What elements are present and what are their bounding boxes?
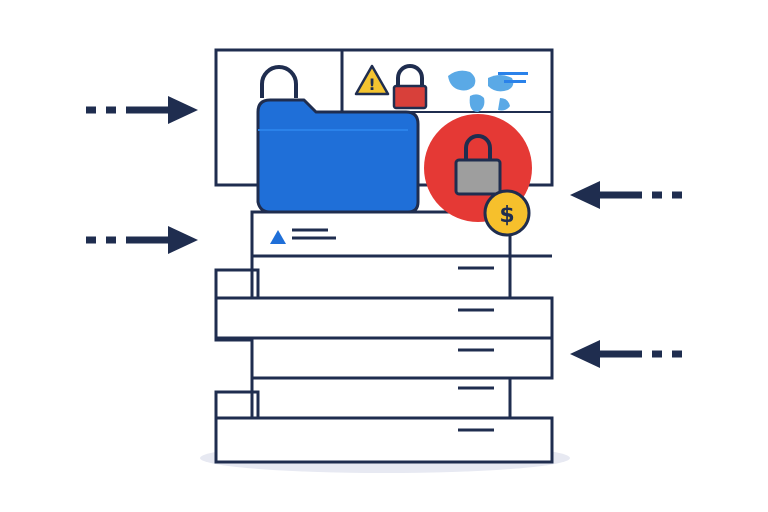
dollar-coin-icon: $ xyxy=(483,189,531,237)
arrow-right-icon xyxy=(86,96,198,124)
arrow-left-icon xyxy=(570,181,682,209)
arrow-left-icon xyxy=(570,340,682,368)
rack-unit xyxy=(214,416,554,464)
folder-icon xyxy=(256,98,420,214)
arrow-right-icon xyxy=(86,226,198,254)
rack-slot-lines xyxy=(458,266,494,432)
padlock-icon xyxy=(260,65,298,98)
rack-unit xyxy=(250,376,512,420)
server-rack xyxy=(214,210,554,464)
warning-symbol: ! xyxy=(368,75,375,94)
rack-unit xyxy=(250,254,512,300)
status-triangle-icon xyxy=(270,228,336,244)
rack-unit xyxy=(250,336,554,380)
rack-unit xyxy=(214,296,554,340)
coin-symbol: $ xyxy=(499,203,514,228)
world-map-icon xyxy=(448,70,528,112)
warning-triangle-icon: ! xyxy=(354,64,390,96)
padlock-icon xyxy=(392,64,428,110)
